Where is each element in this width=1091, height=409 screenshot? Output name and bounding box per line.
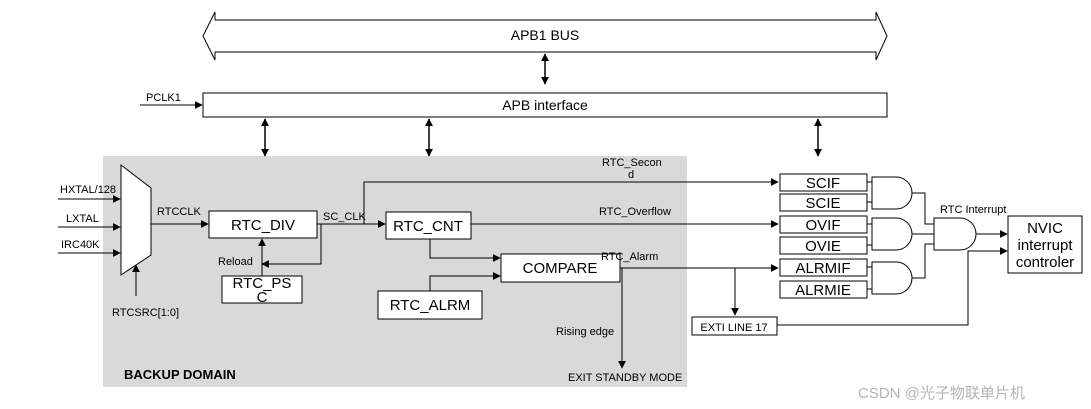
and-gate-overflow: [871, 217, 913, 251]
exti-line-17-box: [691, 316, 778, 336]
irc40k-label: IRC40K: [61, 239, 100, 251]
gate-alarm-output: [912, 243, 934, 279]
gate-second-output: [912, 192, 934, 225]
clock-source-mux: [120, 163, 152, 276]
reload-path: [261, 224, 322, 268]
rtc-psc-block: [221, 275, 303, 304]
rtc-alrm-block: [377, 290, 483, 320]
rtc-div-label: RTC_DIV: [231, 217, 295, 234]
rtc-interrupt-gate: [933, 217, 977, 251]
and-gate-alarm: [871, 261, 913, 295]
scie-label: SCIE: [805, 195, 840, 212]
rtc-cnt-label: RTC_CNT: [393, 218, 463, 235]
cnt-to-compare-path: [429, 239, 501, 262]
ovie-label: OVIE: [805, 238, 841, 255]
rtcclk-label: RTCCLK: [157, 206, 201, 218]
backup-domain-label: BACKUP DOMAIN: [124, 367, 236, 382]
nvic-block: [1007, 215, 1083, 274]
rtc-alarm-label: RTC_Alarm: [601, 251, 658, 263]
apb-interface-box: [202, 92, 888, 118]
rtc-second-label-line2: d: [628, 169, 634, 181]
nvic-label-line2: interrupt: [1017, 237, 1073, 254]
exti-line-17-label: EXTI LINE 17: [700, 322, 767, 334]
watermark: CSDN @光子物联单片机: [858, 385, 1025, 402]
lxtal-label: LXTAL: [66, 213, 99, 225]
reload-label: Reload: [218, 256, 253, 268]
alrm-to-compare-path: [429, 272, 501, 291]
exti-to-nvic-path: [777, 247, 1008, 326]
rtc-second-label-line1: RTC_Secon: [602, 157, 662, 169]
rtc-psc-label-line2: C: [257, 289, 268, 306]
apb1-bus-arrow: [202, 11, 888, 61]
nvic-label-line1: NVIC: [1027, 220, 1063, 237]
exit-standby-label: EXIT STANDBY MODE: [568, 372, 682, 384]
rtc-overflow-label: RTC_Overflow: [599, 206, 671, 218]
ovif-label: OVIF: [805, 217, 840, 234]
rtc-alrm-label: RTC_ALRM: [390, 297, 471, 314]
alrmif-label: ALRMIF: [795, 260, 850, 277]
compare-label: COMPARE: [523, 260, 598, 277]
rtc-psc-label-line1: RTC_PS: [233, 275, 292, 292]
rtc-cnt-block: [385, 211, 472, 240]
rtc-interrupt-label: RTC Interrupt: [940, 204, 1006, 216]
sc-clk-label: SC_CLK: [323, 211, 366, 223]
rtcsrc-label: RTCSRC[1:0]: [112, 307, 179, 319]
rtc-div-block: [208, 210, 318, 239]
nvic-label-line3: controler: [1016, 254, 1074, 271]
and-gate-second: [871, 176, 913, 210]
rtc-second-path: [363, 178, 779, 224]
apb1-bus-label: APB1 BUS: [511, 27, 579, 43]
flag-gate-wires: [867, 181, 872, 290]
hxtal-label: HXTAL/128: [60, 184, 116, 196]
pclk1-label: PCLK1: [146, 92, 181, 104]
apb-interface-label: APB interface: [502, 97, 588, 113]
scif-label: SCIF: [806, 175, 840, 192]
alrmie-label: ALRMIE: [795, 282, 851, 299]
rising-edge-label: Rising edge: [556, 326, 614, 338]
